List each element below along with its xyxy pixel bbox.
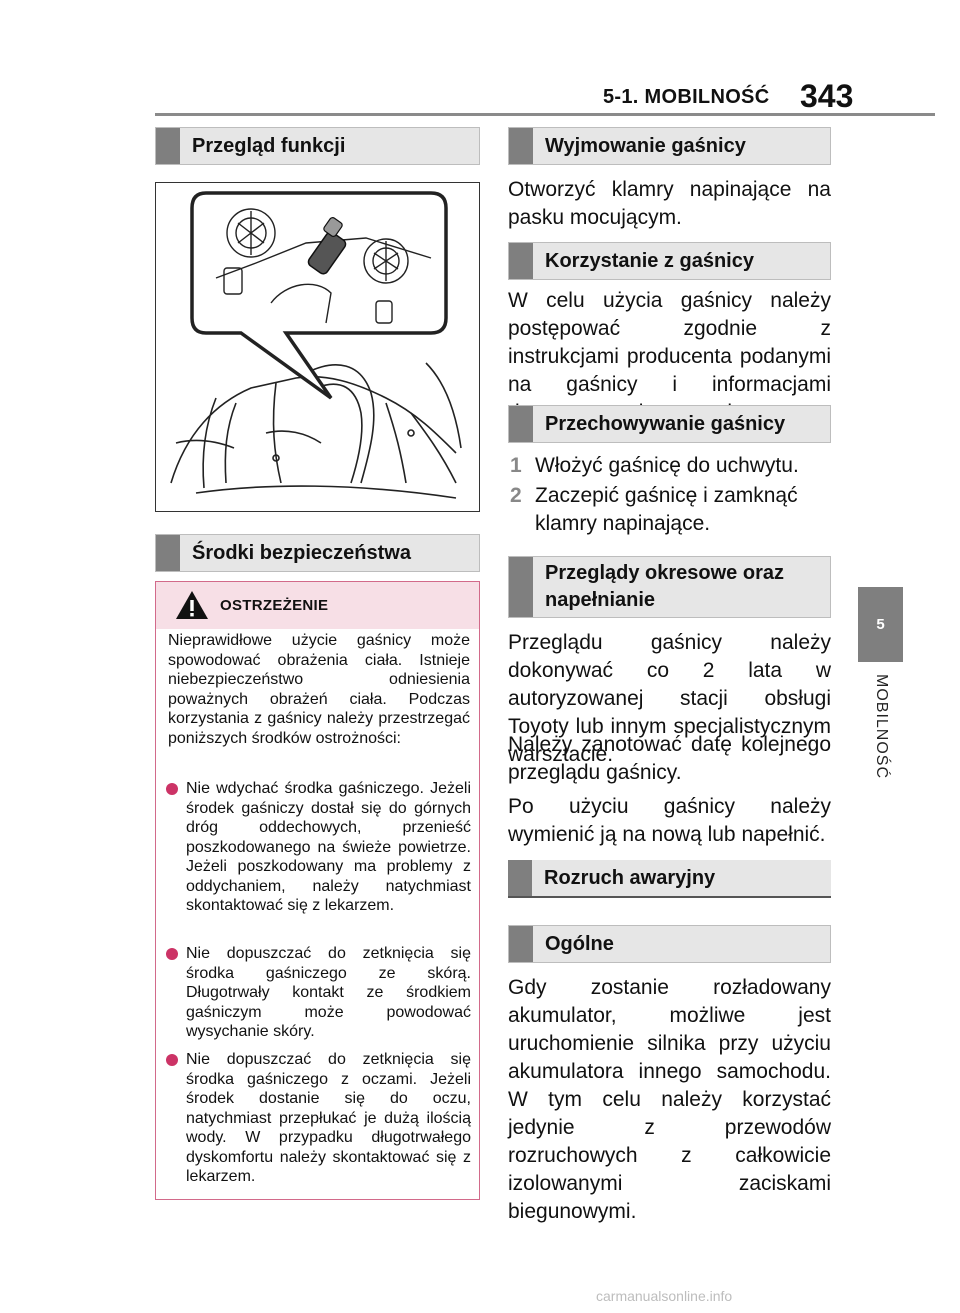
- remove-text: Otworzyć klamry napinające na pasku mocu…: [508, 178, 831, 229]
- bullet-dot-icon: [166, 1054, 178, 1066]
- section-inspection: Przeglądy okresowe oraz napełnianie: [508, 556, 831, 618]
- section-safety: Środki bezpieczeństwa: [155, 534, 480, 572]
- inspection-text-3: Po użyciu gaśnicy należy wymienić ją na …: [508, 795, 831, 846]
- header-rule: [155, 113, 935, 116]
- section-jump-start: Rozruch awaryjny: [508, 860, 831, 898]
- chapter-label: MOBILNOŚĆ: [873, 674, 890, 780]
- section-header: 5-1. MOBILNOŚĆ: [603, 86, 770, 108]
- section-general: Ogólne: [508, 925, 831, 963]
- warning-intro: Nieprawidłowe użycie gaśnicy może spowod…: [168, 632, 470, 747]
- chapter-tab[interactable]: 5: [858, 587, 903, 662]
- inspection-text-1: Przeglądu gaśnicy należy dokonywać co 2 …: [508, 631, 831, 766]
- section-remove: Wyjmowanie gaśnicy: [508, 127, 831, 165]
- general-text: Gdy zostanie rozładowany akumulator, moż…: [508, 976, 831, 1223]
- section-overview: Przegląd funkcji: [155, 127, 480, 165]
- page-number: 343: [800, 78, 854, 114]
- bullet-dot-icon: [166, 948, 178, 960]
- bullet-dot-icon: [166, 783, 178, 795]
- warning-triangle-icon: [176, 591, 208, 619]
- warning-header: OSTRZEŻENIE: [156, 582, 479, 629]
- inspection-text-2: Należy zanotować datę kolejnego przegląd…: [508, 733, 831, 784]
- watermark: carmanualsonline.info: [596, 1288, 733, 1304]
- extinguisher-illustration: [155, 182, 480, 512]
- warning-box: OSTRZEŻENIE Nieprawidłowe użycie gaśnicy…: [155, 581, 480, 1200]
- section-storage: Przechowywanie gaśnicy: [508, 405, 831, 443]
- warning-title: OSTRZEŻENIE: [220, 597, 329, 614]
- section-use: Korzystanie z gaśnicy: [508, 242, 831, 280]
- car-interior-image: [170, 191, 462, 499]
